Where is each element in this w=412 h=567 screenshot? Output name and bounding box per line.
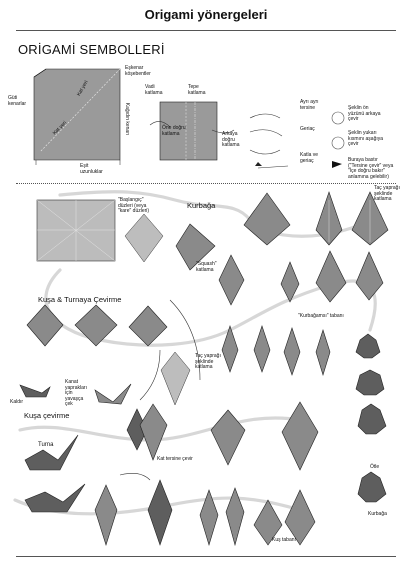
label-kusa-turnaya: Kuşa & Turnaya Çevirme [38, 295, 121, 304]
label-sekli-cevir: Şeklin ön yüzünü arkaya çevir [348, 106, 384, 123]
symbol-square-diagram [34, 69, 120, 165]
bird-step-1 [27, 305, 63, 346]
label-kurbagamsi: "Kurbağamsı" tabanı [298, 314, 344, 320]
frog-final [358, 472, 386, 502]
label-vadi: Vadi katlama [145, 85, 173, 96]
label-kurbaga: Kurbağa [187, 201, 215, 210]
label-tac-yaprak: Taç yaprağı şeklinde katlama [374, 186, 402, 203]
frog-step-1 [244, 193, 290, 245]
bird-figure-1 [20, 385, 50, 397]
label-tepe: Tepe katlama [188, 85, 216, 96]
bird-step-3 [129, 306, 167, 346]
frog-step-7 [356, 252, 383, 300]
label-one-dogru: Öne doğru katlama [162, 126, 192, 137]
crane-step-2 [148, 480, 172, 545]
label-kusa-cevir: Kuşa çevirme [24, 411, 69, 420]
frog-step-14 [358, 404, 386, 434]
frog-step-13 [356, 370, 384, 395]
bird-step-2 [75, 305, 117, 346]
label-guti-kenarlar: Güti kenarlar [8, 96, 36, 107]
label-arkaya: Arkaya doğru katlama [222, 132, 247, 149]
label-ayri-tersine: Ayrı ayrı tersine [300, 100, 324, 111]
bird-step-8 [211, 410, 245, 465]
label-kus-tabani: Kuş tabanı [272, 538, 296, 544]
frog-step-10 [284, 328, 300, 375]
label-bunaya-bastir: Buraya bastır ("Tersine çevir" veya "İçe… [348, 158, 394, 180]
label-esit-uzunluklar: Eşit uzunluklar [80, 164, 110, 175]
frog-step-6 [316, 251, 346, 302]
label-kaldir: Kaldır [10, 400, 23, 406]
crane-figure-2 [25, 484, 85, 512]
frog-step-12 [356, 334, 380, 358]
bird-step-7 [282, 402, 318, 470]
label-squash: "Squash" katlama [196, 262, 221, 273]
frog-step-11 [316, 330, 330, 375]
label-baslangic: "Başlangıç" düzleri (veya "kare" düzleri… [118, 198, 150, 215]
symbol-arrows [250, 112, 344, 168]
label-tac-yaprak-2: Taç yaprağı şeklinde katlama [195, 354, 225, 371]
label-kanat: Kanat yaprakları için yavaşça çek [65, 380, 85, 408]
start-square [37, 200, 115, 261]
label-kat-tersine: Kat tersine çevir [157, 457, 193, 463]
label-sekli-yukari: Şeklin yukarı kısmını aşağıya çevir [348, 131, 384, 148]
label-geriac: Geriaç [300, 127, 315, 133]
bird-step-4 [161, 352, 190, 405]
label-katla-geriac: Katla ve geriaç [300, 153, 326, 164]
frog-step-4 [219, 255, 244, 305]
bird-step-6 [140, 404, 167, 460]
label-otle: Ötle [370, 465, 379, 471]
crane-step-1 [95, 485, 117, 545]
preliminary-base [125, 214, 163, 262]
label-turna: Turna [38, 443, 53, 449]
bird-figure-2 [95, 384, 131, 404]
crane-figure-1 [25, 435, 78, 470]
label-eskenar: Eşkenar köşebentler [125, 66, 165, 77]
label-kagit-kenari: Kağıdın kenarı [123, 103, 129, 143]
label-kurbaga-final: Kurbağa [368, 512, 387, 518]
frog-step-9 [254, 326, 270, 372]
